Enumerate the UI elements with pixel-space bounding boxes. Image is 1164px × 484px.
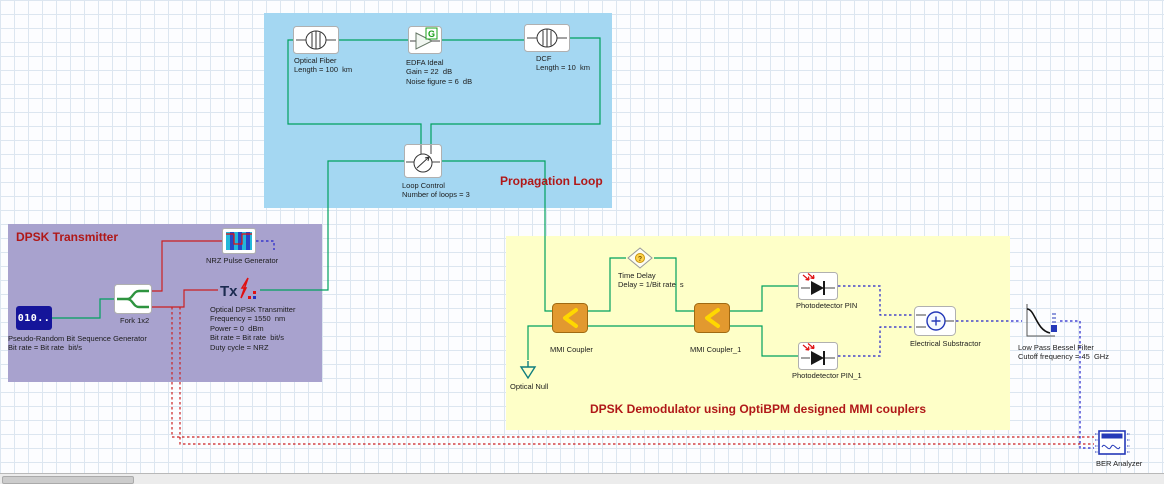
wire-loopcontrol-fiber[interactable] [287, 39, 422, 145]
component-fork[interactable]: Fork 1x2 [114, 284, 152, 325]
nrz-pulse-generator-icon [222, 228, 256, 254]
dcf-icon [524, 24, 570, 52]
electrical-subtractor-label: Electrical Substractor [910, 339, 981, 348]
component-mmi-coupler[interactable]: MMI Coupler [550, 303, 593, 354]
low-pass-bessel-filter-label: Low Pass Bessel Filter Cutoff frequency … [1018, 343, 1109, 362]
wire-mmi1-pin1[interactable] [730, 325, 798, 357]
dcf-label: DCF Length = 10 km [536, 54, 590, 73]
horizontal-scrollbar[interactable] [0, 473, 1164, 484]
dpsk-transmitter-label: Optical DPSK Transmitter Frequency = 155… [210, 305, 296, 352]
component-time-delay[interactable]: ? Time Delay Delay = 1/Bit rate s [618, 246, 684, 289]
component-photodetector-pin[interactable]: Photodetector PIN [796, 272, 857, 310]
electrical-subtractor-icon [914, 306, 956, 336]
optical-fiber-icon [293, 26, 339, 54]
wire-tx-loopcontrol[interactable] [260, 160, 404, 291]
mmi-coupler-1-icon [694, 303, 730, 333]
component-low-pass-bessel-filter[interactable]: Low Pass Bessel Filter Cutoff frequency … [1018, 300, 1109, 361]
wire-fork-nrz[interactable] [152, 240, 222, 292]
photodetector-pin-icon [798, 272, 838, 300]
optical-null-icon [519, 361, 537, 380]
component-edfa[interactable]: G EDFA Ideal Gain = 22 dB Noise figure =… [406, 26, 472, 86]
component-mmi-coupler-1[interactable]: MMI Coupler_1 [690, 303, 741, 354]
propagation-loop-title: Propagation Loop [500, 174, 603, 188]
wire-null-mmi[interactable] [527, 325, 552, 360]
wire-mmi1-pin[interactable] [730, 285, 798, 312]
wire-dcf-loopcontrol[interactable] [430, 37, 601, 145]
mmi-coupler-label: MMI Coupler [550, 345, 593, 354]
fork-label: Fork 1x2 [120, 316, 150, 325]
component-prbs[interactable]: 010.. Pseudo-Random Bit Sequence Generat… [8, 306, 147, 352]
component-photodetector-pin-1[interactable]: Photodetector PIN_1 [792, 342, 862, 380]
prbs-icon: 010.. [16, 306, 52, 330]
edfa-gain-badge: G [428, 29, 435, 39]
wire-pin1-subtractor[interactable] [838, 326, 914, 357]
tx-glyph: Tx [220, 283, 238, 300]
component-electrical-subtractor[interactable]: Electrical Substractor [910, 306, 981, 348]
mmi-coupler-1-label: MMI Coupler_1 [690, 345, 742, 354]
photodetector-pin-label: Photodetector PIN [796, 301, 858, 310]
low-pass-filter-icon [1026, 304, 1057, 337]
photodetector-pin-1-icon [798, 342, 838, 370]
time-delay-icon: ? [627, 247, 653, 269]
wire-nrz-stub[interactable] [256, 240, 275, 250]
component-dpsk-transmitter[interactable]: Tx Optical DPSK Transmitter Frequency = … [210, 276, 295, 352]
component-optical-null[interactable]: Optical Null [510, 360, 548, 391]
time-delay-label: Time Delay Delay = 1/Bit rate s [618, 271, 684, 290]
ber-analyzer-icon [1095, 430, 1130, 455]
wire-prbs-fork[interactable] [52, 298, 114, 319]
mmi-coupler-icon [552, 303, 588, 333]
wire-binary-ber-2[interactable] [179, 307, 1094, 445]
scrollbar-thumb[interactable] [2, 476, 134, 484]
time-delay-glyph: ? [638, 256, 642, 263]
wire-mmi-timedelay[interactable] [588, 257, 626, 312]
region-dpsk-transmitter[interactable] [8, 224, 322, 382]
dpsk-demodulator-title: DPSK Demodulator using OptiBPM designed … [589, 402, 927, 416]
loop-control-icon [404, 144, 442, 178]
component-loop-control[interactable]: Loop Control Number of loops = 3 [402, 144, 470, 199]
component-ber-analyzer[interactable]: BER Analyzer [1094, 428, 1142, 468]
laser-spark-icon [240, 277, 249, 299]
nrz-label: NRZ Pulse Generator [206, 256, 279, 265]
wire-timedelay-mmi1[interactable] [654, 257, 694, 312]
dpsk-transmitter-title: DPSK Transmitter [16, 230, 119, 244]
loop-control-label: Loop Control Number of loops = 3 [402, 181, 470, 200]
prbs-label: Pseudo-Random Bit Sequence Generator Bit… [8, 334, 147, 353]
dpsk-transmitter-icon: Tx [220, 277, 256, 300]
edfa-icon: G [408, 26, 442, 54]
optical-fiber-label: Optical Fiber Length = 100 km [294, 56, 353, 75]
ber-analyzer-label: BER Analyzer [1096, 459, 1143, 468]
wire-loopcontrol-mmi[interactable] [442, 160, 552, 312]
component-optical-fiber[interactable]: Optical Fiber Length = 100 km [293, 26, 352, 74]
component-nrz[interactable]: NRZ Pulse Generator [206, 228, 278, 265]
wire-binary-ber-1[interactable] [171, 307, 1094, 438]
photodetector-pin-1-label: Photodetector PIN_1 [792, 371, 862, 380]
wire-lpbf-ber[interactable] [1060, 320, 1094, 449]
wire-pin-subtractor[interactable] [838, 285, 914, 316]
wire-fork-tx[interactable] [152, 289, 218, 308]
fork-icon [114, 284, 152, 314]
edfa-label: EDFA Ideal Gain = 22 dB Noise figure = 6… [406, 58, 473, 86]
optical-null-label: Optical Null [510, 382, 549, 391]
component-dcf[interactable]: DCF Length = 10 km [524, 24, 590, 72]
